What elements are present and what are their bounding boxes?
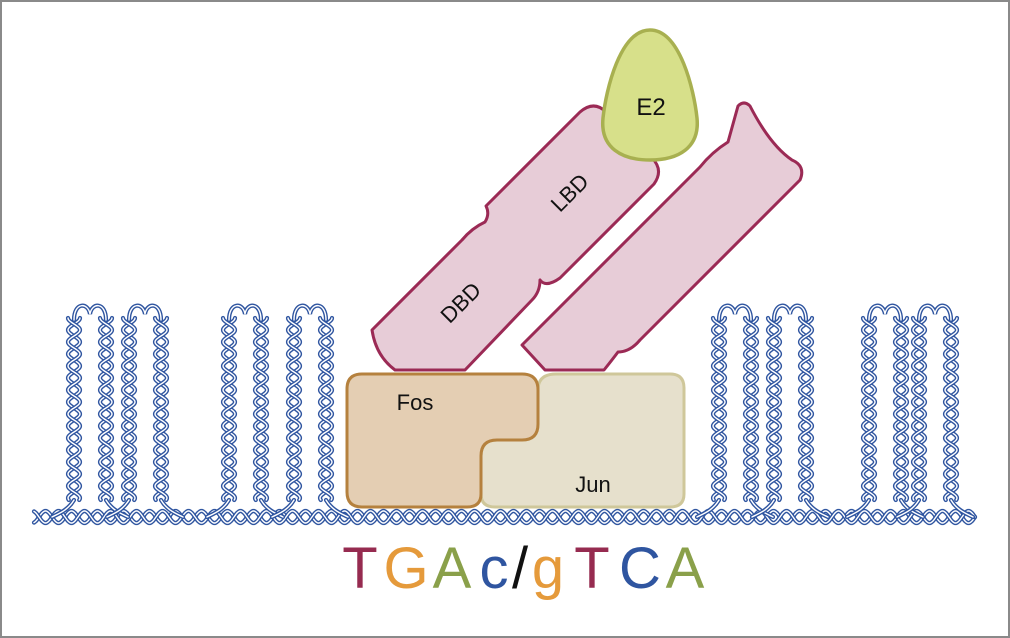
sequence-base: T <box>342 536 377 601</box>
dna-loop-strand-highlight <box>67 317 81 501</box>
dna-loop-knot-highlight <box>868 305 902 321</box>
dna-loop-foot-highlight <box>325 499 349 518</box>
dna-loop-strand-highlight <box>862 317 876 501</box>
dna-backbone-strand-b-highlight <box>33 510 976 524</box>
sequence-base: C <box>619 536 661 601</box>
dna-loop-foot-highlight <box>696 499 720 518</box>
dna-loop-foot-highlight <box>206 499 230 518</box>
dna-loop-foot-highlight <box>896 499 920 518</box>
dna-loop-strand-highlight <box>99 317 113 501</box>
dna-loop-strand-highlight <box>254 317 268 501</box>
dna-loop-strand-highlight <box>319 317 333 501</box>
dna-loop-foot-highlight <box>846 499 870 518</box>
sequence-base: G <box>383 536 428 601</box>
e2-ligand-shape <box>601 28 699 162</box>
dna-loop-strand-highlight <box>222 317 236 501</box>
dna-loop-strand-highlight <box>287 317 301 501</box>
dna-loop-strand-highlight <box>912 317 926 501</box>
dna-loop-strand-highlight <box>154 317 168 501</box>
ap1-complex: Fos Jun <box>345 372 686 509</box>
dna-loop-strand-highlight <box>744 317 758 501</box>
receptor-2-body <box>520 101 804 372</box>
dna-loop-foot-highlight <box>260 499 284 518</box>
dna-loop-strand-highlight <box>712 317 726 501</box>
dna-loop-foot-highlight <box>51 499 75 518</box>
dna-loop-knot-highlight <box>293 305 327 321</box>
dna-loop-foot-highlight <box>751 499 775 518</box>
dna-loop-knot-highlight <box>73 305 107 321</box>
sequence-base: A <box>666 536 705 601</box>
dna-loop-foot-highlight <box>106 499 130 518</box>
sequence-base: c <box>480 536 509 601</box>
receptor-monomer-1: DBD LBD <box>370 104 660 372</box>
e2-ligand: E2 <box>601 28 699 162</box>
dna-loop-knot-highlight <box>228 305 262 321</box>
dna-loop-foot-highlight <box>160 499 184 518</box>
sequence-separator: / <box>512 536 529 601</box>
dna-loop-foot-highlight <box>950 499 974 518</box>
dna-chromatin <box>31 303 978 526</box>
sequence-base: A <box>433 536 472 601</box>
dna-loop-foot-highlight <box>271 499 295 518</box>
dna-loop-knot-highlight <box>128 305 162 321</box>
receptor-1-body <box>370 104 660 372</box>
sequence-base: T <box>574 536 609 601</box>
jun-label: Jun <box>575 472 610 497</box>
receptor-monomer-2 <box>520 101 804 372</box>
dna-loop-foot-highlight <box>805 499 829 518</box>
dna-loop-strand-highlight <box>767 317 781 501</box>
fos-protein <box>345 372 540 509</box>
fos-label: Fos <box>397 390 434 415</box>
dna-loop-knot-highlight <box>718 305 752 321</box>
sequence-base: g <box>532 536 564 601</box>
dna-loop-strand-highlight <box>122 317 136 501</box>
dna-loop-knot-highlight <box>773 305 807 321</box>
dna-loop-knot-highlight <box>918 305 952 321</box>
e2-label: E2 <box>636 94 665 121</box>
dna-loop-strand-highlight <box>799 317 813 501</box>
dna-loop-strand-highlight <box>944 317 958 501</box>
dna-loop-strand-highlight <box>894 317 908 501</box>
